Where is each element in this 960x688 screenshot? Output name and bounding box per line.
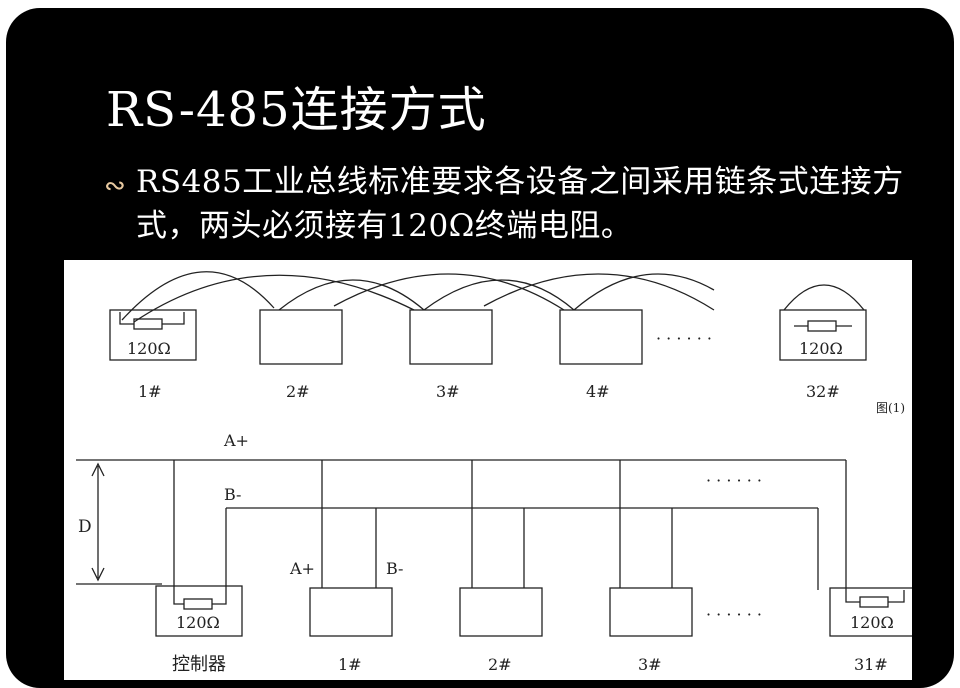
resistor-wire <box>173 590 227 605</box>
device-a-label: A+ <box>289 559 315 578</box>
resistor-wire <box>119 312 185 325</box>
wiring-diagram: 120Ω 120Ω · · · · · · 1# 2# 3# 4# 32# 图(… <box>64 260 912 680</box>
chain-arc <box>573 273 715 311</box>
device-b-label: B- <box>386 559 403 578</box>
device-label: 4# <box>586 382 610 401</box>
controller-box <box>155 585 243 637</box>
chain-arc <box>278 279 425 311</box>
chain-arc <box>333 273 565 311</box>
device-label: 1# <box>338 655 362 674</box>
bus-a-label: A+ <box>223 431 249 450</box>
device-label: 31# <box>854 655 888 674</box>
device-label: 2# <box>488 655 512 674</box>
device-label: 32# <box>806 382 840 401</box>
resistor-icon <box>807 320 837 332</box>
resistor-wire <box>845 590 905 603</box>
wiring-diagram-svg: 120Ω 120Ω · · · · · · 1# 2# 3# 4# 32# 图(… <box>76 271 912 675</box>
controller-label: 控制器 <box>172 654 226 675</box>
resistor-icon <box>859 596 889 608</box>
device-label: 2# <box>286 382 310 401</box>
ellipsis: · · · · · · <box>706 605 762 624</box>
device-tap <box>817 460 847 590</box>
device-box-3 <box>609 587 693 637</box>
device-box-1 <box>109 309 197 361</box>
ellipsis: · · · · · · <box>656 329 712 348</box>
device-label: 1# <box>138 382 162 401</box>
distance-label: D <box>78 517 92 537</box>
device-label: 3# <box>638 655 662 674</box>
device-box-3 <box>409 309 493 365</box>
ellipsis: · · · · · · <box>706 471 762 490</box>
resistor-icon <box>133 318 163 330</box>
bullet-swirl-icon: ∾ <box>104 171 126 201</box>
device-tap <box>471 460 525 588</box>
device-tap <box>321 460 377 588</box>
chain-arc <box>483 273 715 311</box>
figure-caption: 图(1) <box>876 401 905 415</box>
resistor-label: 120Ω <box>127 339 171 358</box>
device-box-2 <box>259 309 343 365</box>
resistor-label: 120Ω <box>850 613 894 632</box>
device-label: 3# <box>436 382 460 401</box>
chain-arc <box>783 284 865 311</box>
device-box-32 <box>779 309 867 361</box>
chain-arc <box>133 274 415 323</box>
slide-title: RS-485连接方式 <box>106 82 487 138</box>
bullet-text: RS485工业总线标准要求各设备之间采用链条式连接方式，两头必须接有120Ω终端… <box>136 164 904 244</box>
resistor-label: 120Ω <box>176 613 220 632</box>
distance-arrowhead <box>91 462 105 582</box>
resistor-icon <box>183 598 213 610</box>
device-tap <box>619 460 673 588</box>
chain-arc <box>121 271 275 321</box>
bus-b-label: B- <box>224 485 241 504</box>
device-box-4 <box>559 309 643 365</box>
device-box-1 <box>309 587 393 637</box>
device-box-2 <box>459 587 543 637</box>
resistor-label: 120Ω <box>799 339 843 358</box>
slide: RS-485连接方式 ∾ RS485工业总线标准要求各设备之间采用链条式连接方式… <box>6 8 954 688</box>
chain-arc <box>423 279 575 311</box>
device-box-31 <box>829 587 912 637</box>
